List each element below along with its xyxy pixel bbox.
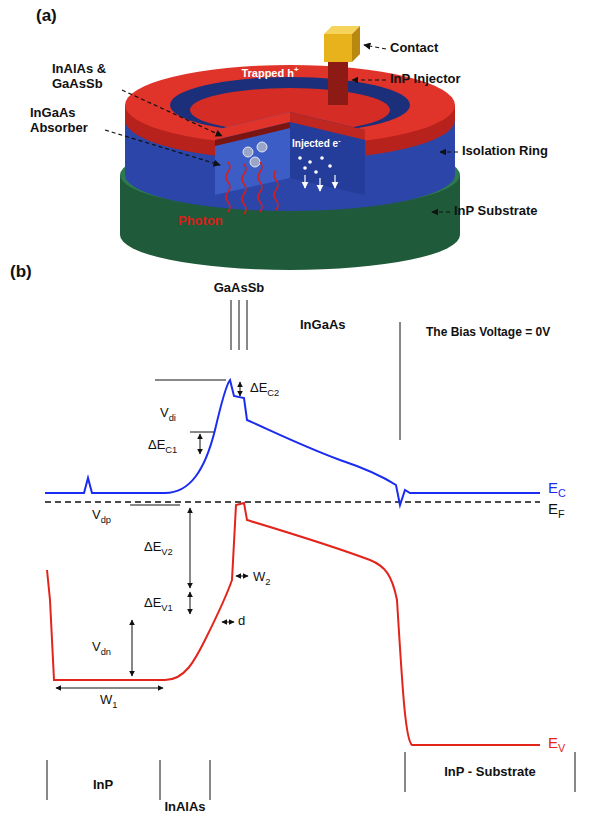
carrier-label: Injected e- [292,138,341,150]
depletion-potential: Vdp [92,508,111,523]
depletion-potential: Vdn [92,640,111,655]
band-offset: ΔEC1 [148,438,177,453]
band-offset: ΔEV1 [144,596,173,611]
built-in-potential: Vdi [160,406,176,421]
carrier-label: Trapped h+ [241,67,298,80]
band-edge-label: EV [548,734,565,751]
layer-label: InP [93,778,113,793]
part-label: InP Injector [390,72,461,87]
layer-label: InGaAs [300,318,346,333]
band-offset: ΔEC2 [250,381,279,396]
part-label: InGaAs Absorber [30,106,102,136]
layer-label: InP - Substrate [444,765,536,780]
band-diagram [45,300,575,800]
width-label: W1 [100,693,117,708]
part-label: Isolation Ring [462,144,548,159]
bias-note: The Bias Voltage = 0V [426,326,550,340]
layer-label: GaAsSb [214,281,265,296]
layer-label: InAlAs [164,800,205,815]
panel-letter: (b) [10,262,32,282]
part-label: InAlAs & GaAsSb [52,62,124,92]
part-label: InP Substrate [454,204,538,219]
width-label: W2 [253,570,270,585]
photon-label: Photon [178,214,223,229]
width-label: d [238,614,245,629]
band-offset: ΔEV2 [144,540,173,555]
part-label: Contact [390,41,438,56]
fermi-level-label: EF [548,500,565,517]
device-illustration [105,26,460,270]
panel-letter: (a) [36,6,57,26]
band-edge-label: EC [548,479,566,496]
